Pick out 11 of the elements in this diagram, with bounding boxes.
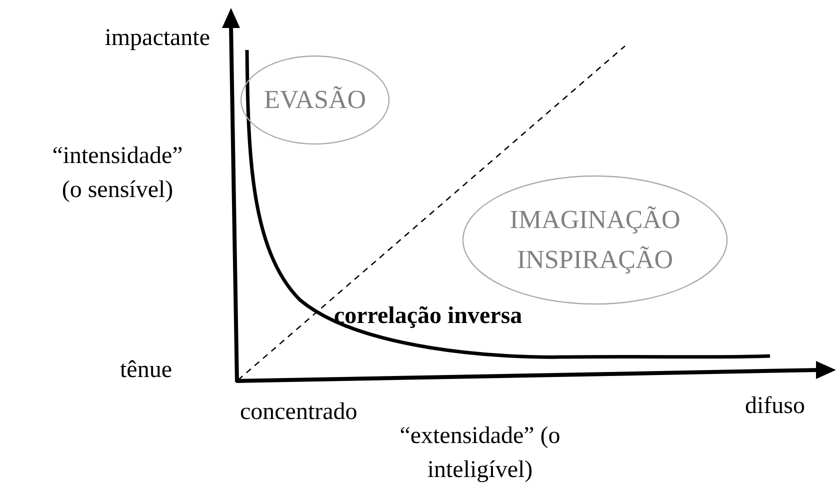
ellipse-node xyxy=(462,175,728,305)
axis-label: impactante xyxy=(104,24,210,53)
axis-label: difuso xyxy=(745,392,806,421)
ellipse-node xyxy=(240,55,390,145)
axis-label: tênue xyxy=(120,356,173,385)
axis-label: concentrado xyxy=(240,398,358,427)
axis-label: “extensidade” (o inteligível) xyxy=(398,422,562,485)
ellipse-label: EVASÃO xyxy=(262,84,368,116)
axis-label: “intensidade” (o sensível) xyxy=(51,142,184,205)
axis-label: correlação inversa xyxy=(334,302,524,331)
ellipse-label: IMAGINAÇÃO INSPIRAÇÃO xyxy=(508,204,682,276)
